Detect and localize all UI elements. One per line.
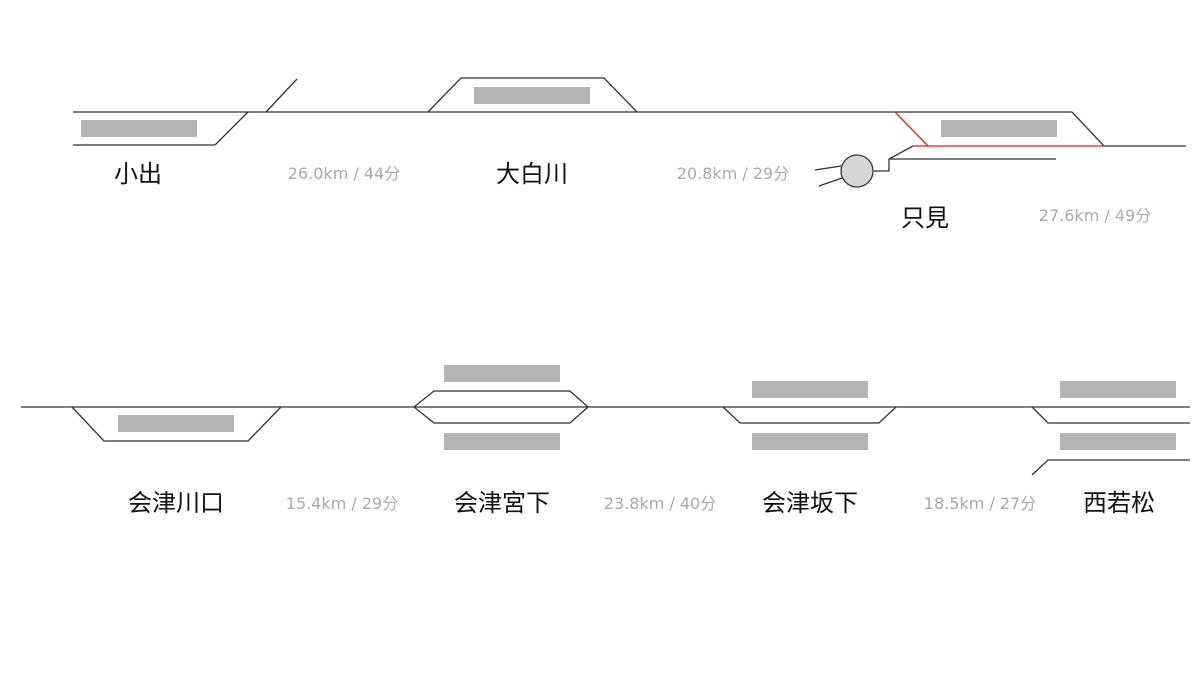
station-koide: [73, 111, 249, 146]
oshirakawa-passing-loop: [427, 77, 638, 113]
tadami-siding-turnout: [888, 145, 914, 160]
oshirakawa-platform: [474, 87, 590, 104]
segment-label-koide-oshirakawa: 26.0km / 44分: [288, 164, 400, 183]
tadami-signal-lead-1: [814, 165, 842, 171]
station-name-aizumiyashita: 会津宮下: [454, 489, 550, 517]
koide-platform: [81, 120, 197, 137]
koide-turnout: [214, 111, 249, 146]
aizumiyashita-platform-bottom: [444, 433, 560, 450]
koide-branch-stub: [265, 78, 298, 113]
aizumiyashita-platform-top: [444, 365, 560, 382]
aizumiyashita-loop-bottom: [413, 406, 589, 424]
aizubange-passing-loop: [722, 406, 897, 424]
tadami-platform-track: [1071, 111, 1186, 147]
segment-label-oshirakawa-tadami: 20.8km / 29分: [677, 164, 789, 183]
aizukawaguchi-passing-loop: [71, 406, 282, 442]
station-name-aizukawaguchi: 会津川口: [128, 489, 224, 517]
station-name-oshirakawa: 大白川: [496, 160, 568, 188]
station-aizukawaguchi: [71, 406, 282, 442]
station-nishiwakamatsu: [1031, 381, 1190, 476]
station-name-nishiwakamatsu: 西若松: [1083, 489, 1155, 517]
nishiwakamatsu-track-2: [1031, 406, 1190, 424]
station-name-tadami: 只見: [901, 204, 949, 232]
station-name-aizubange: 会津坂下: [762, 489, 858, 517]
aizumiyashita-loop-top: [413, 390, 589, 408]
segment-label-aizukawaguchi-aizumiyashita: 15.4km / 29分: [286, 494, 398, 513]
station-tadami: [814, 111, 1186, 188]
aizukawaguchi-platform: [118, 415, 234, 432]
aizubange-platform-top: [752, 381, 868, 398]
station-aizumiyashita: [413, 365, 589, 450]
nishiwakamatsu-platform-top: [1060, 381, 1176, 398]
station-name-koide: 小出: [114, 160, 162, 188]
segment-label-tadami-aizukawaguchi: 27.6km / 49分: [1039, 206, 1151, 225]
station-aizubange: [722, 381, 897, 450]
tadami-signal-icon: [840, 154, 874, 188]
tadami-platform: [941, 120, 1057, 137]
nishiwakamatsu-platform-bottom: [1060, 433, 1176, 450]
aizubange-platform-bottom: [752, 433, 868, 450]
nishiwakamatsu-track-3: [1031, 459, 1190, 476]
station-oshirakawa: [427, 77, 638, 113]
segment-label-aizumiyashita-aizubange: 23.8km / 40分: [604, 494, 716, 513]
tadami-signal-lead-2: [818, 177, 843, 187]
segment-label-aizubange-nishiwakamatsu: 18.5km / 27分: [924, 494, 1036, 513]
tadami-red-turnout: [894, 111, 929, 147]
